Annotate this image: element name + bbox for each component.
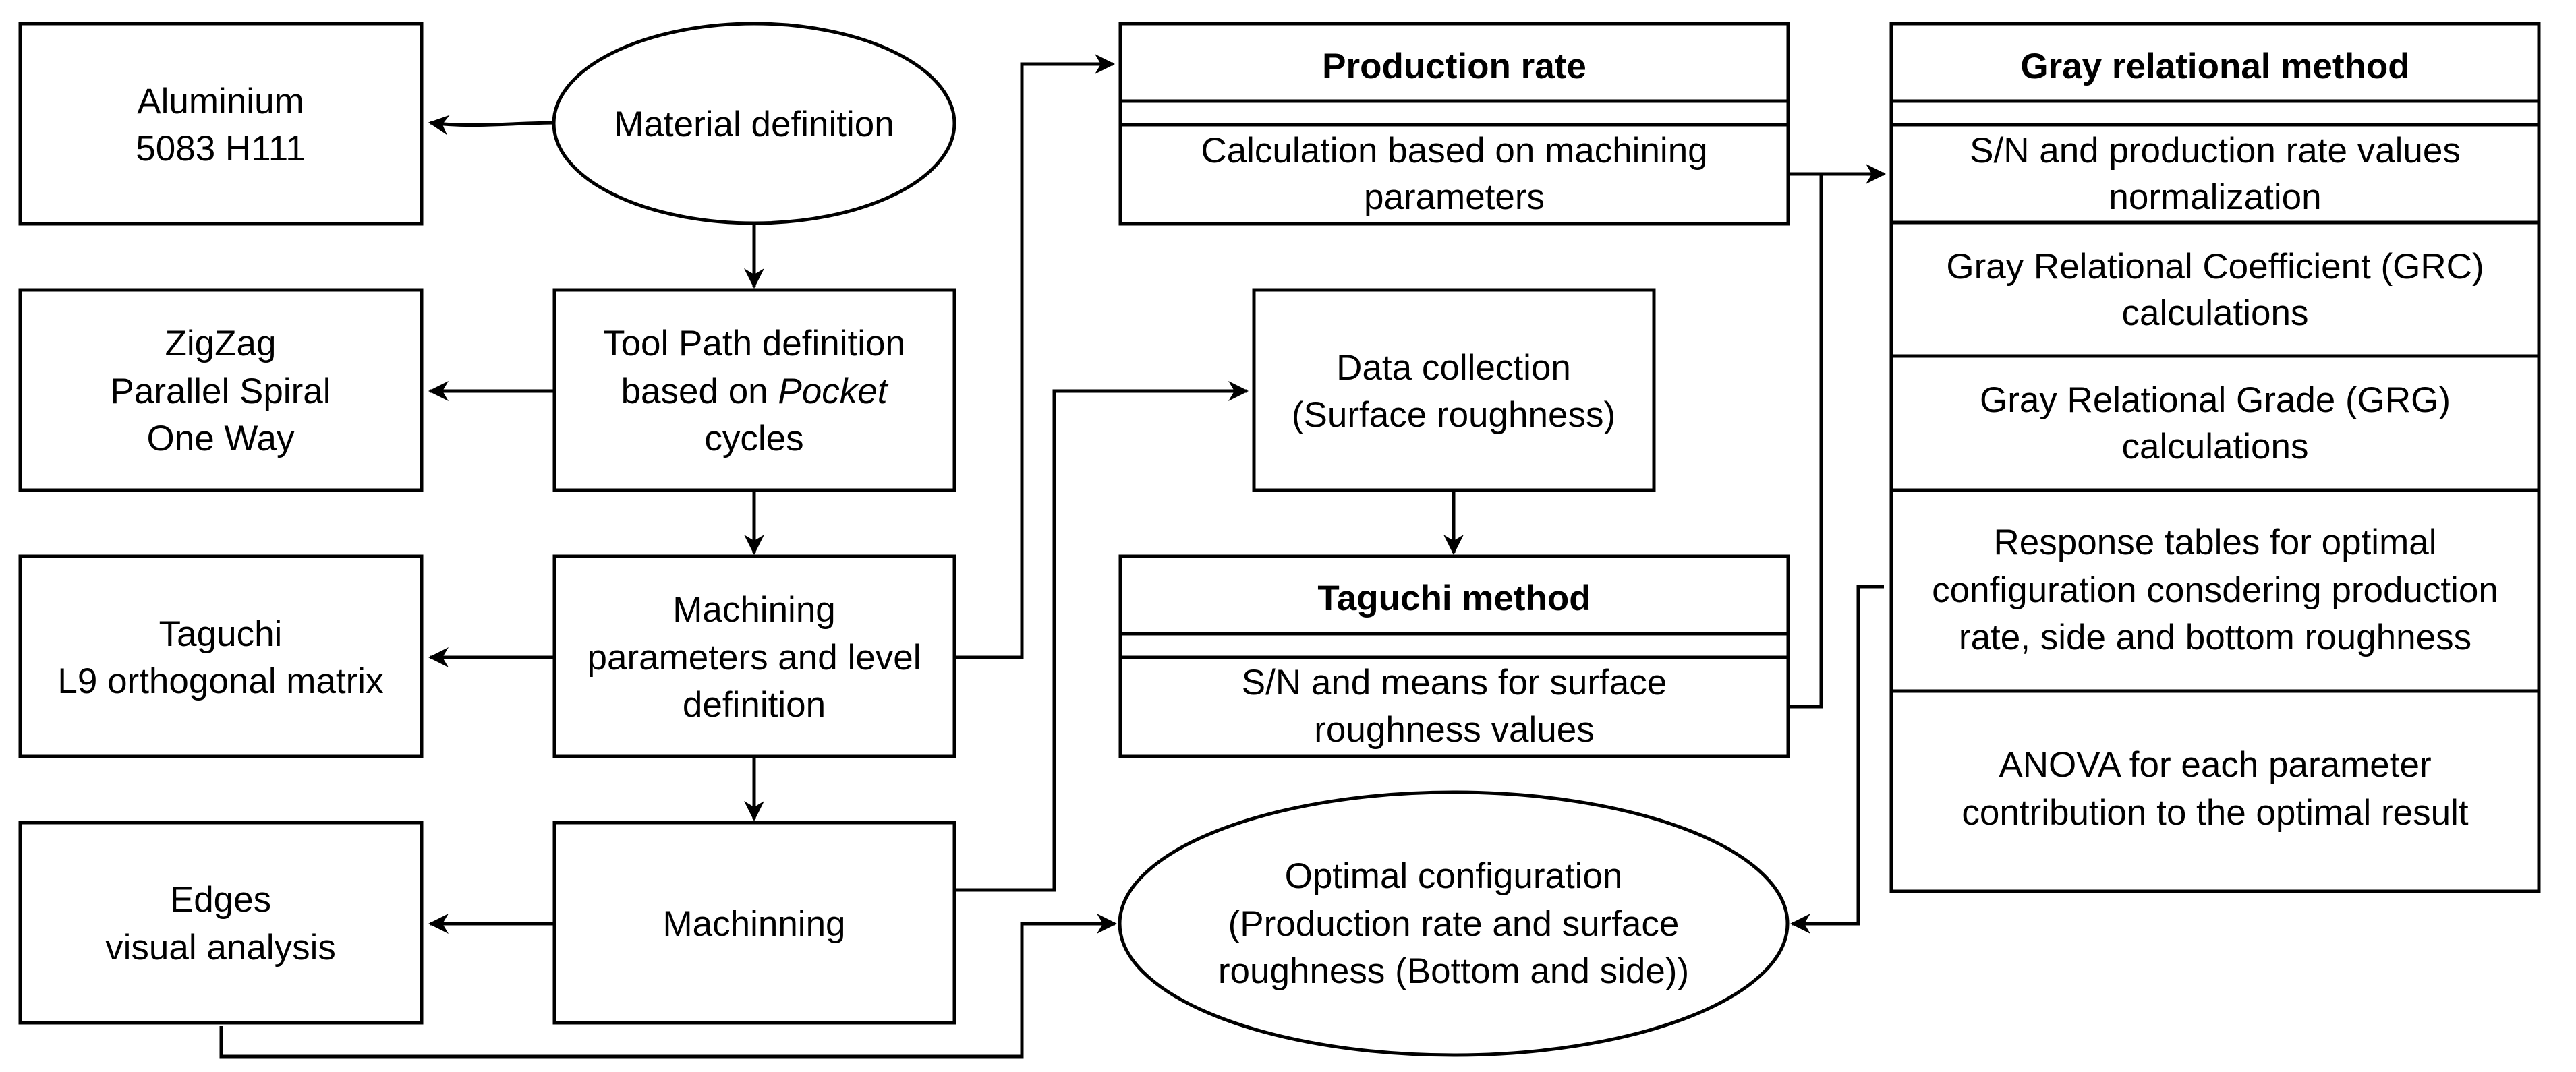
taguchi-matrix-line-2: L9 orthogonal matrix xyxy=(57,661,383,701)
optimal-configuration-line-3: roughness (Bottom and side)) xyxy=(1218,951,1689,991)
edges-analysis-line-1: Edges xyxy=(170,880,271,920)
arrow-material-to-aluminium xyxy=(428,115,558,136)
production-rate-body-line-1: Calculation based on machining xyxy=(1201,131,1707,171)
edges-analysis-line-2: visual analysis xyxy=(105,928,336,967)
material-definition-node: Material definition xyxy=(552,22,956,225)
aluminium-box: Aluminium 5083 H111 xyxy=(18,22,424,226)
taguchi-method-body-line-2: roughness values xyxy=(1314,710,1594,750)
parameters-definition-line-3: definition xyxy=(683,685,826,725)
machining-box: Machinning xyxy=(552,821,956,1025)
gray-step-4-line-1: Response tables for optimal xyxy=(1994,523,2437,562)
gray-step-4-line-2: configuration consdering production xyxy=(1932,570,2498,610)
gray-step-5-line-1: ANOVA for each parameter xyxy=(1999,745,2431,785)
toolpath-definition-line-2: based on Pocket xyxy=(621,371,889,411)
toolpath-strategies-box: ZigZag Parallel Spiral One Way xyxy=(18,288,424,492)
aluminium-line-2: 5083 H111 xyxy=(136,129,305,169)
taguchi-method-title: Taguchi method xyxy=(1317,578,1591,618)
toolpath-definition-line-1: Tool Path definition xyxy=(603,324,905,363)
line-taguchi-to-gray xyxy=(1787,174,1823,709)
gray-step-1-line-2: normalization xyxy=(2109,177,2321,217)
machining-label: Machinning xyxy=(662,904,845,944)
data-collection-line-2: (Surface roughness) xyxy=(1292,395,1615,435)
parameters-definition-line-1: Machining xyxy=(672,590,836,630)
gray-relational-method-box: Gray relational method S/N and productio… xyxy=(1889,22,2541,893)
production-rate-title: Production rate xyxy=(1322,47,1586,86)
toolpath-definition-line-3: cycles xyxy=(704,419,803,458)
taguchi-matrix-line-1: Taguchi xyxy=(159,614,283,654)
arrow-edges-to-optimal xyxy=(219,914,1117,1059)
taguchi-matrix-box: Taguchi L9 orthogonal matrix xyxy=(18,554,424,758)
strategy-parallel-spiral: Parallel Spiral xyxy=(111,371,331,411)
gray-step-3-line-2: calculations xyxy=(2122,427,2309,467)
connectors xyxy=(219,54,1886,1059)
material-definition-label: Material definition xyxy=(614,105,894,144)
optimal-configuration-line-1: Optimal configuration xyxy=(1285,856,1623,896)
arrow-machining-to-data-collection xyxy=(954,381,1249,892)
strategy-one-way: One Way xyxy=(147,419,295,458)
production-rate-box: Production rate Calculation based on mac… xyxy=(1118,22,1790,226)
data-collection-box: Data collection (Surface roughness) xyxy=(1252,288,1656,492)
toolpath-definition-box: Tool Path definition based on Pocket cyc… xyxy=(552,288,956,492)
strategy-zigzag: ZigZag xyxy=(165,324,277,363)
parameters-definition-line-2: parameters and level xyxy=(588,638,921,678)
gray-step-2-line-1: Gray Relational Coefficient (GRC) xyxy=(1946,247,2484,287)
taguchi-method-body-line-1: S/N and means for surface xyxy=(1242,663,1667,703)
gray-step-3-line-1: Gray Relational Grade (GRG) xyxy=(1980,380,2451,420)
taguchi-method-box: Taguchi method S/N and means for surface… xyxy=(1118,554,1790,758)
edges-analysis-box: Edges visual analysis xyxy=(18,821,424,1025)
data-collection-line-1: Data collection xyxy=(1336,348,1571,388)
optimal-configuration-line-2: (Production rate and surface xyxy=(1228,904,1680,944)
arrow-parameters-to-production-rate xyxy=(954,54,1115,659)
optimal-configuration-node: Optimal configuration (Production rate a… xyxy=(1118,790,1790,1057)
production-rate-body-line-2: parameters xyxy=(1364,177,1545,217)
gray-relational-title: Gray relational method xyxy=(2020,47,2409,86)
parameters-definition-box: Machining parameters and level definitio… xyxy=(552,554,956,758)
arrow-gray-to-optimal xyxy=(1790,585,1884,934)
aluminium-line-1: Aluminium xyxy=(137,82,304,121)
gray-step-1-line-1: S/N and production rate values xyxy=(1970,131,2461,171)
gray-step-4-line-3: rate, side and bottom roughness xyxy=(1959,618,2471,657)
gray-step-5-line-2: contribution to the optimal result xyxy=(1962,793,2469,833)
gray-step-2-line-2: calculations xyxy=(2122,293,2309,333)
